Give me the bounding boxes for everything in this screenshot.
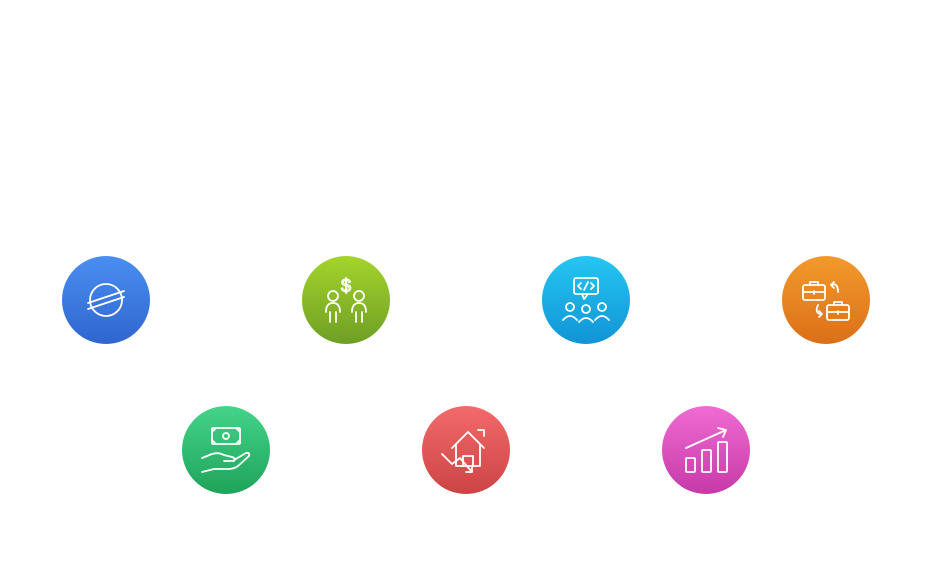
briefcase-exchange-glyph bbox=[802, 281, 850, 321]
hand-cash-glyph bbox=[201, 427, 251, 473]
stellar-glyph bbox=[87, 283, 125, 317]
briefcase-exchange-icon[interactable] bbox=[782, 256, 870, 344]
growth-chart-glyph bbox=[685, 427, 728, 473]
svg-text:$: $ bbox=[341, 276, 351, 296]
people-money-icon[interactable]: $ bbox=[302, 256, 390, 344]
code-team-icon[interactable] bbox=[542, 256, 630, 344]
people-money-glyph: $ bbox=[325, 275, 367, 323]
hand-cash-icon[interactable] bbox=[182, 406, 270, 494]
house-price-down-glyph bbox=[441, 429, 485, 473]
growth-chart-icon[interactable] bbox=[662, 406, 750, 494]
house-price-down-icon[interactable] bbox=[422, 406, 510, 494]
stellar-logo-icon[interactable] bbox=[62, 256, 150, 344]
code-team-glyph bbox=[562, 277, 610, 323]
